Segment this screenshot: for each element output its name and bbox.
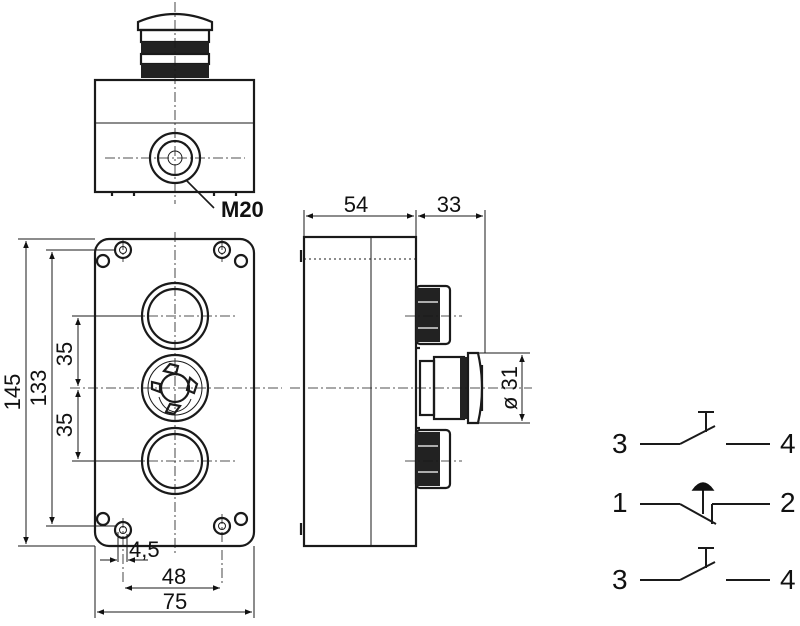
side-button-lower: [414, 428, 452, 490]
svg-text:3: 3: [612, 564, 628, 595]
front-view: 145 133 35 35 4,5 48 75: [0, 232, 282, 618]
housing-front: [93, 237, 256, 548]
dim-pitch-lower: 35: [52, 413, 77, 437]
dim-hole-height: 133: [26, 370, 51, 407]
dim-button-diameter: ø 31: [497, 366, 522, 410]
side-button-upper: [414, 284, 452, 346]
dim-overall-width: 75: [163, 589, 187, 614]
side-view: 54 33 ø 31: [290, 192, 532, 548]
housing-top: [93, 78, 256, 194]
contact-no-top: 3 4: [612, 411, 796, 459]
dim-hole-offset: 4,5: [129, 537, 160, 562]
thread-label: M20: [221, 197, 264, 222]
svg-text:1: 1: [612, 487, 628, 518]
contact-nc-mushroom: 1 2: [612, 482, 796, 525]
cable-gland: [148, 131, 202, 185]
dim-hole-width: 48: [162, 564, 186, 589]
dim-pitch-upper: 35: [52, 342, 77, 366]
svg-text:3: 3: [612, 428, 628, 459]
contact-schematic: 3 4 1 2 3 4: [612, 411, 796, 595]
contact-no-bottom: 3 4: [612, 547, 796, 595]
housing-side: [302, 235, 418, 548]
dim-depth: 54: [344, 192, 368, 217]
svg-text:4: 4: [780, 564, 796, 595]
svg-text:4: 4: [780, 428, 796, 459]
svg-text:2: 2: [780, 487, 796, 518]
top-view: M20: [93, 2, 264, 222]
dim-button-projection: 33: [437, 192, 461, 217]
dim-overall-height: 145: [0, 374, 25, 411]
